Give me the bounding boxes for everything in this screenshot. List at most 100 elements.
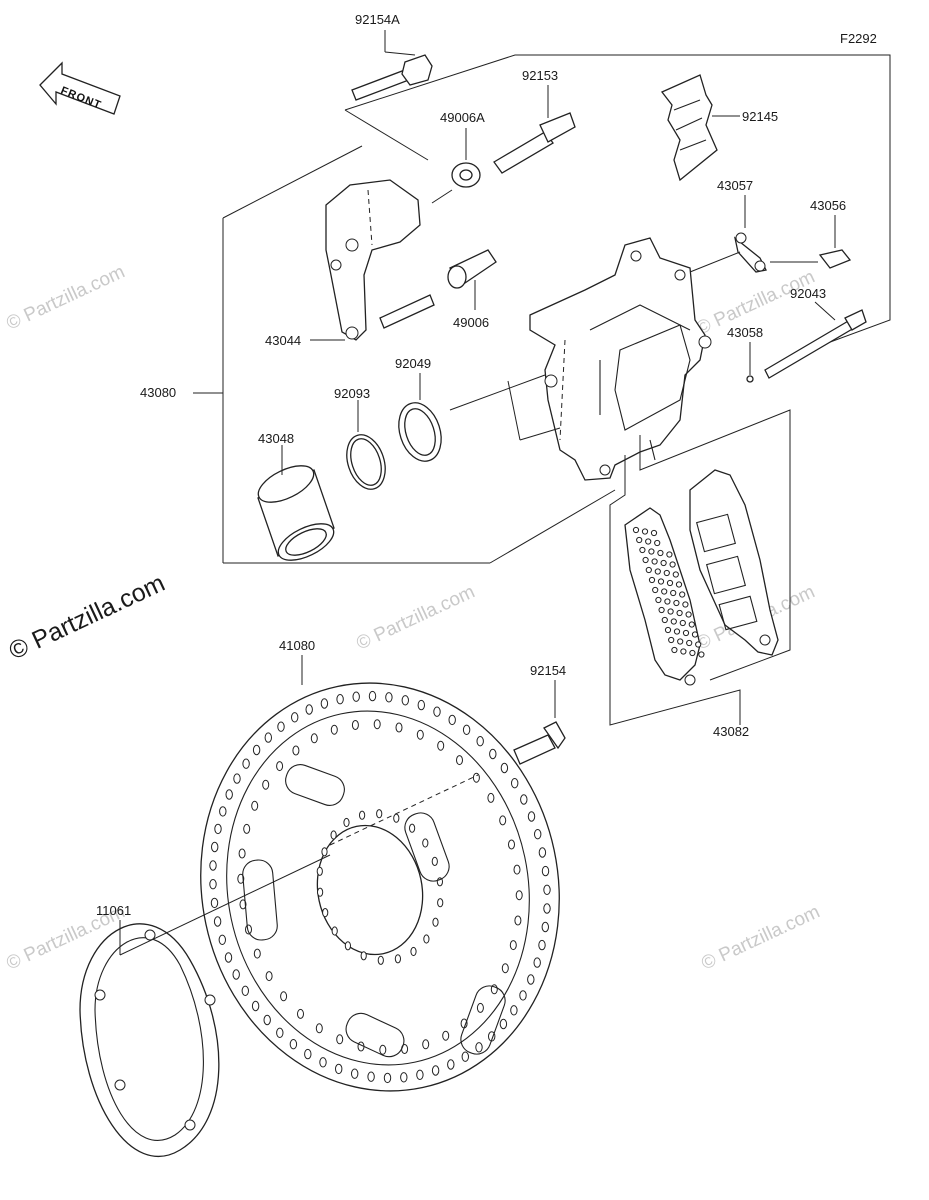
disc-hole xyxy=(543,884,551,895)
disc-hole xyxy=(241,985,250,996)
disc-hole xyxy=(437,740,445,751)
disc-hole xyxy=(351,720,359,730)
disc-hole xyxy=(377,955,384,965)
watermark-main: © Partzilla.com xyxy=(5,569,170,666)
disc-hole xyxy=(213,916,222,927)
disc-hole xyxy=(225,789,233,800)
disc-hole xyxy=(243,823,251,834)
pad-hole xyxy=(636,536,643,544)
pad-hole xyxy=(632,526,640,534)
pad-hole xyxy=(677,638,684,645)
disc-hole xyxy=(242,758,250,769)
pad-hole xyxy=(660,559,667,567)
pad-hole xyxy=(668,636,675,644)
disc-hole xyxy=(385,692,393,703)
disc-hole xyxy=(330,830,337,840)
pad-hole xyxy=(657,578,665,585)
disc-hole xyxy=(291,712,299,723)
pad-hole xyxy=(641,528,649,535)
disc-hole xyxy=(316,866,323,876)
disc-hole xyxy=(437,898,444,908)
disc-hole xyxy=(501,963,509,974)
part-label-92154A: 92154A xyxy=(355,12,400,27)
disc-hole xyxy=(500,762,509,774)
part-label-49006: 49006 xyxy=(453,315,489,330)
pad-hole xyxy=(642,556,649,564)
disc-hole xyxy=(433,706,441,717)
watermark: © Partzilla.com xyxy=(353,581,478,654)
pad-hole xyxy=(670,589,677,597)
disc-hole xyxy=(538,939,546,951)
disc-hole xyxy=(442,1030,450,1041)
pad-hole xyxy=(650,529,658,537)
disc-hole xyxy=(276,1027,284,1039)
disc-hole xyxy=(218,934,227,945)
disc-hole xyxy=(211,841,219,853)
pad-hole xyxy=(679,619,686,627)
disc-hole xyxy=(233,773,241,784)
disc-hole xyxy=(237,873,245,884)
disc-hole xyxy=(289,1039,298,1050)
disc-hole xyxy=(352,691,360,702)
cap-43057 xyxy=(689,195,767,273)
pad-hole xyxy=(680,648,687,655)
disc-hole xyxy=(320,698,329,709)
disc-hole xyxy=(472,772,480,783)
pads-box xyxy=(609,409,791,726)
pad-hole xyxy=(645,538,652,545)
pad-hole xyxy=(666,551,673,558)
disc-hole xyxy=(520,794,528,805)
disc-hole xyxy=(401,695,409,706)
disc-hole xyxy=(462,724,471,735)
disc-hole xyxy=(422,838,429,848)
disc-hole xyxy=(280,991,288,1002)
caliper-bracket-43044 xyxy=(310,179,435,341)
pad-spring-92145 xyxy=(660,74,740,182)
disc-hole xyxy=(262,779,270,790)
boot-49006A xyxy=(431,128,481,204)
pad-hole xyxy=(654,539,661,547)
pad-hole xyxy=(652,586,659,594)
pad-hole xyxy=(648,548,655,555)
part-label-11061: 11061 xyxy=(96,903,131,918)
disc-hole xyxy=(343,817,350,828)
disc-hole xyxy=(476,1002,484,1013)
part-label-92145: 92145 xyxy=(742,109,778,124)
disc-hole xyxy=(379,1044,387,1055)
pad-hole xyxy=(651,558,658,565)
watermark: © Partzilla.com xyxy=(698,901,823,974)
part-label-92043: 92043 xyxy=(790,286,826,301)
disc-hole xyxy=(264,732,272,743)
disc-hole xyxy=(277,721,285,732)
watermark: © Partzilla.com xyxy=(3,261,128,334)
disc-hole xyxy=(417,699,425,711)
figure-code: F2292 xyxy=(840,31,877,46)
disc-hole xyxy=(509,940,517,951)
disc-hole xyxy=(510,1005,518,1016)
disc-hole xyxy=(533,957,541,968)
shim-11061 xyxy=(79,854,331,1157)
pad-hole xyxy=(648,576,656,584)
pad-hole xyxy=(673,628,681,635)
pad-hole xyxy=(675,581,683,588)
seal-92049 xyxy=(398,373,442,462)
disc-hole xyxy=(534,829,542,840)
pad-hole xyxy=(669,561,676,568)
pad-hole xyxy=(667,608,674,615)
disc-hole xyxy=(422,1039,430,1050)
pad-hole xyxy=(639,546,646,554)
pad-hole xyxy=(679,591,686,598)
pad-hole xyxy=(655,596,662,604)
pad-hole xyxy=(661,588,668,595)
disc-hole xyxy=(519,990,527,1001)
disc-hole xyxy=(360,951,367,961)
disc-hole xyxy=(214,823,222,835)
disc-hole xyxy=(499,1018,508,1030)
disc-hole xyxy=(461,1051,469,1062)
pad-hole xyxy=(658,606,665,614)
disc-hole xyxy=(351,1068,359,1079)
disc-hole xyxy=(224,952,233,963)
disc-hole xyxy=(489,748,497,760)
disc-hole xyxy=(322,908,329,918)
disc-hole xyxy=(541,865,550,877)
